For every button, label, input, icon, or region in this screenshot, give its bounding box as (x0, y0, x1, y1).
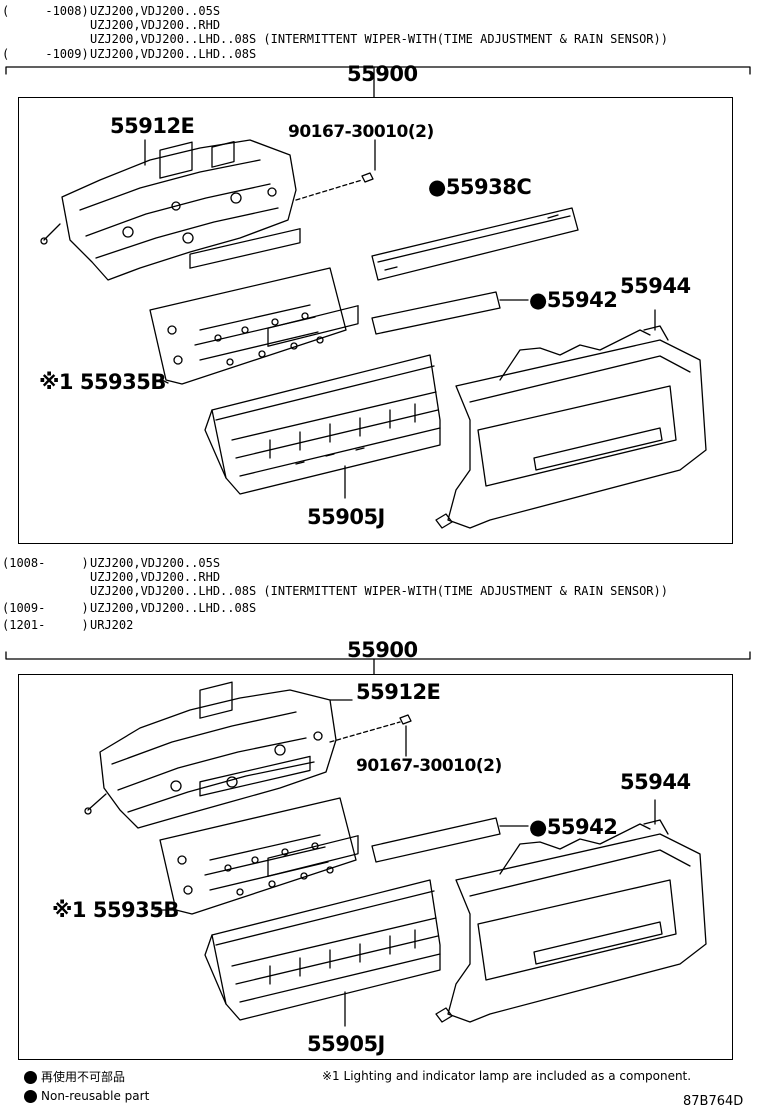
figure-code: 87B764D (683, 1094, 744, 1109)
s2-board-55935B-drawing (154, 755, 357, 915)
legend-nonreusable-jp: 再使用不可部品 (24, 1068, 125, 1085)
s1-part-55912E[interactable]: 55912E (110, 114, 195, 138)
s2-models-2: UZJ200,VDJ200..RHD (90, 570, 221, 584)
s2-part-55905J[interactable]: 55905J (307, 1032, 385, 1056)
s1-frame (18, 97, 733, 544)
s1-part-90167[interactable]: 90167-30010(2) (288, 122, 434, 142)
legend-nonreusable-en: Non-reusable part (24, 1089, 149, 1103)
s2-housing-55944-drawing (435, 799, 707, 1023)
s2-range-4: (1009- ) (2, 601, 89, 615)
s1-part-55942[interactable]: ●55942 (529, 288, 618, 312)
s1-part-55935B[interactable]: ※1 55935B (39, 370, 166, 394)
s2-part-55912E[interactable]: 55912E (356, 680, 441, 704)
s2-frame (18, 674, 733, 1060)
s1-screw-dash (295, 179, 363, 201)
s2-part-55942[interactable]: ●55942 (529, 815, 618, 839)
s1-part-55944[interactable]: 55944 (620, 274, 691, 298)
s1-housing-55944-drawing (435, 309, 707, 529)
s2-range-1: (1008- ) (2, 556, 89, 570)
s1-part-55905J[interactable]: 55905J (307, 505, 385, 529)
s1-bracket-55912E-drawing (40, 139, 297, 281)
s2-models-5: URJ202 (90, 618, 134, 632)
s2-assembly-bracket (5, 651, 751, 675)
s2-assembly-label: 55900 (347, 638, 418, 662)
s1-assembly-bracket (5, 66, 751, 98)
s1-screw-90167 (361, 139, 376, 183)
s2-range-5: (1201- ) (2, 618, 89, 632)
s1-models-4: UZJ200,VDJ200..LHD..08S (90, 47, 257, 61)
legend-note: ※1 Lighting and indicator lamp are inclu… (322, 1069, 692, 1083)
s1-panel-55905J-drawing (204, 305, 441, 499)
s1-strip-55938C-drawing (371, 207, 579, 281)
s2-models-4: UZJ200,VDJ200..LHD..08S (90, 601, 257, 615)
s2-part-90167[interactable]: 90167-30010(2) (356, 756, 502, 776)
filled-circle-icon (24, 1090, 37, 1103)
s2-screw-dash (329, 721, 401, 743)
s2-models-1: UZJ200,VDJ200..05S (90, 556, 221, 570)
s1-film-55942-drawing (371, 291, 501, 335)
s1-range-1: ( -1008) (2, 4, 89, 18)
s1-models-3: UZJ200,VDJ200..LHD..08S (INTERMITTENT WI… (90, 32, 668, 46)
s2-screw-90167 (399, 714, 412, 757)
s1-board-55935B-drawing (149, 228, 347, 385)
s1-range-4: ( -1009) (2, 47, 89, 61)
legend-jp-text: 再使用不可部品 (41, 1070, 126, 1084)
s2-bracket-55912E-drawing (84, 681, 353, 829)
s1-models-2: UZJ200,VDJ200..RHD (90, 18, 221, 32)
s1-models-1: UZJ200,VDJ200..05S (90, 4, 221, 18)
s2-part-55944[interactable]: 55944 (620, 770, 691, 794)
s2-panel-55905J-drawing (204, 835, 441, 1027)
legend-en-text: Non-reusable part (41, 1089, 150, 1103)
s2-film-55942-drawing (371, 817, 501, 863)
s1-part-55938C[interactable]: ●55938C (428, 175, 532, 199)
s2-models-3: UZJ200,VDJ200..LHD..08S (INTERMITTENT WI… (90, 584, 668, 598)
filled-circle-icon (24, 1071, 37, 1084)
s1-assembly-label: 55900 (347, 62, 418, 86)
